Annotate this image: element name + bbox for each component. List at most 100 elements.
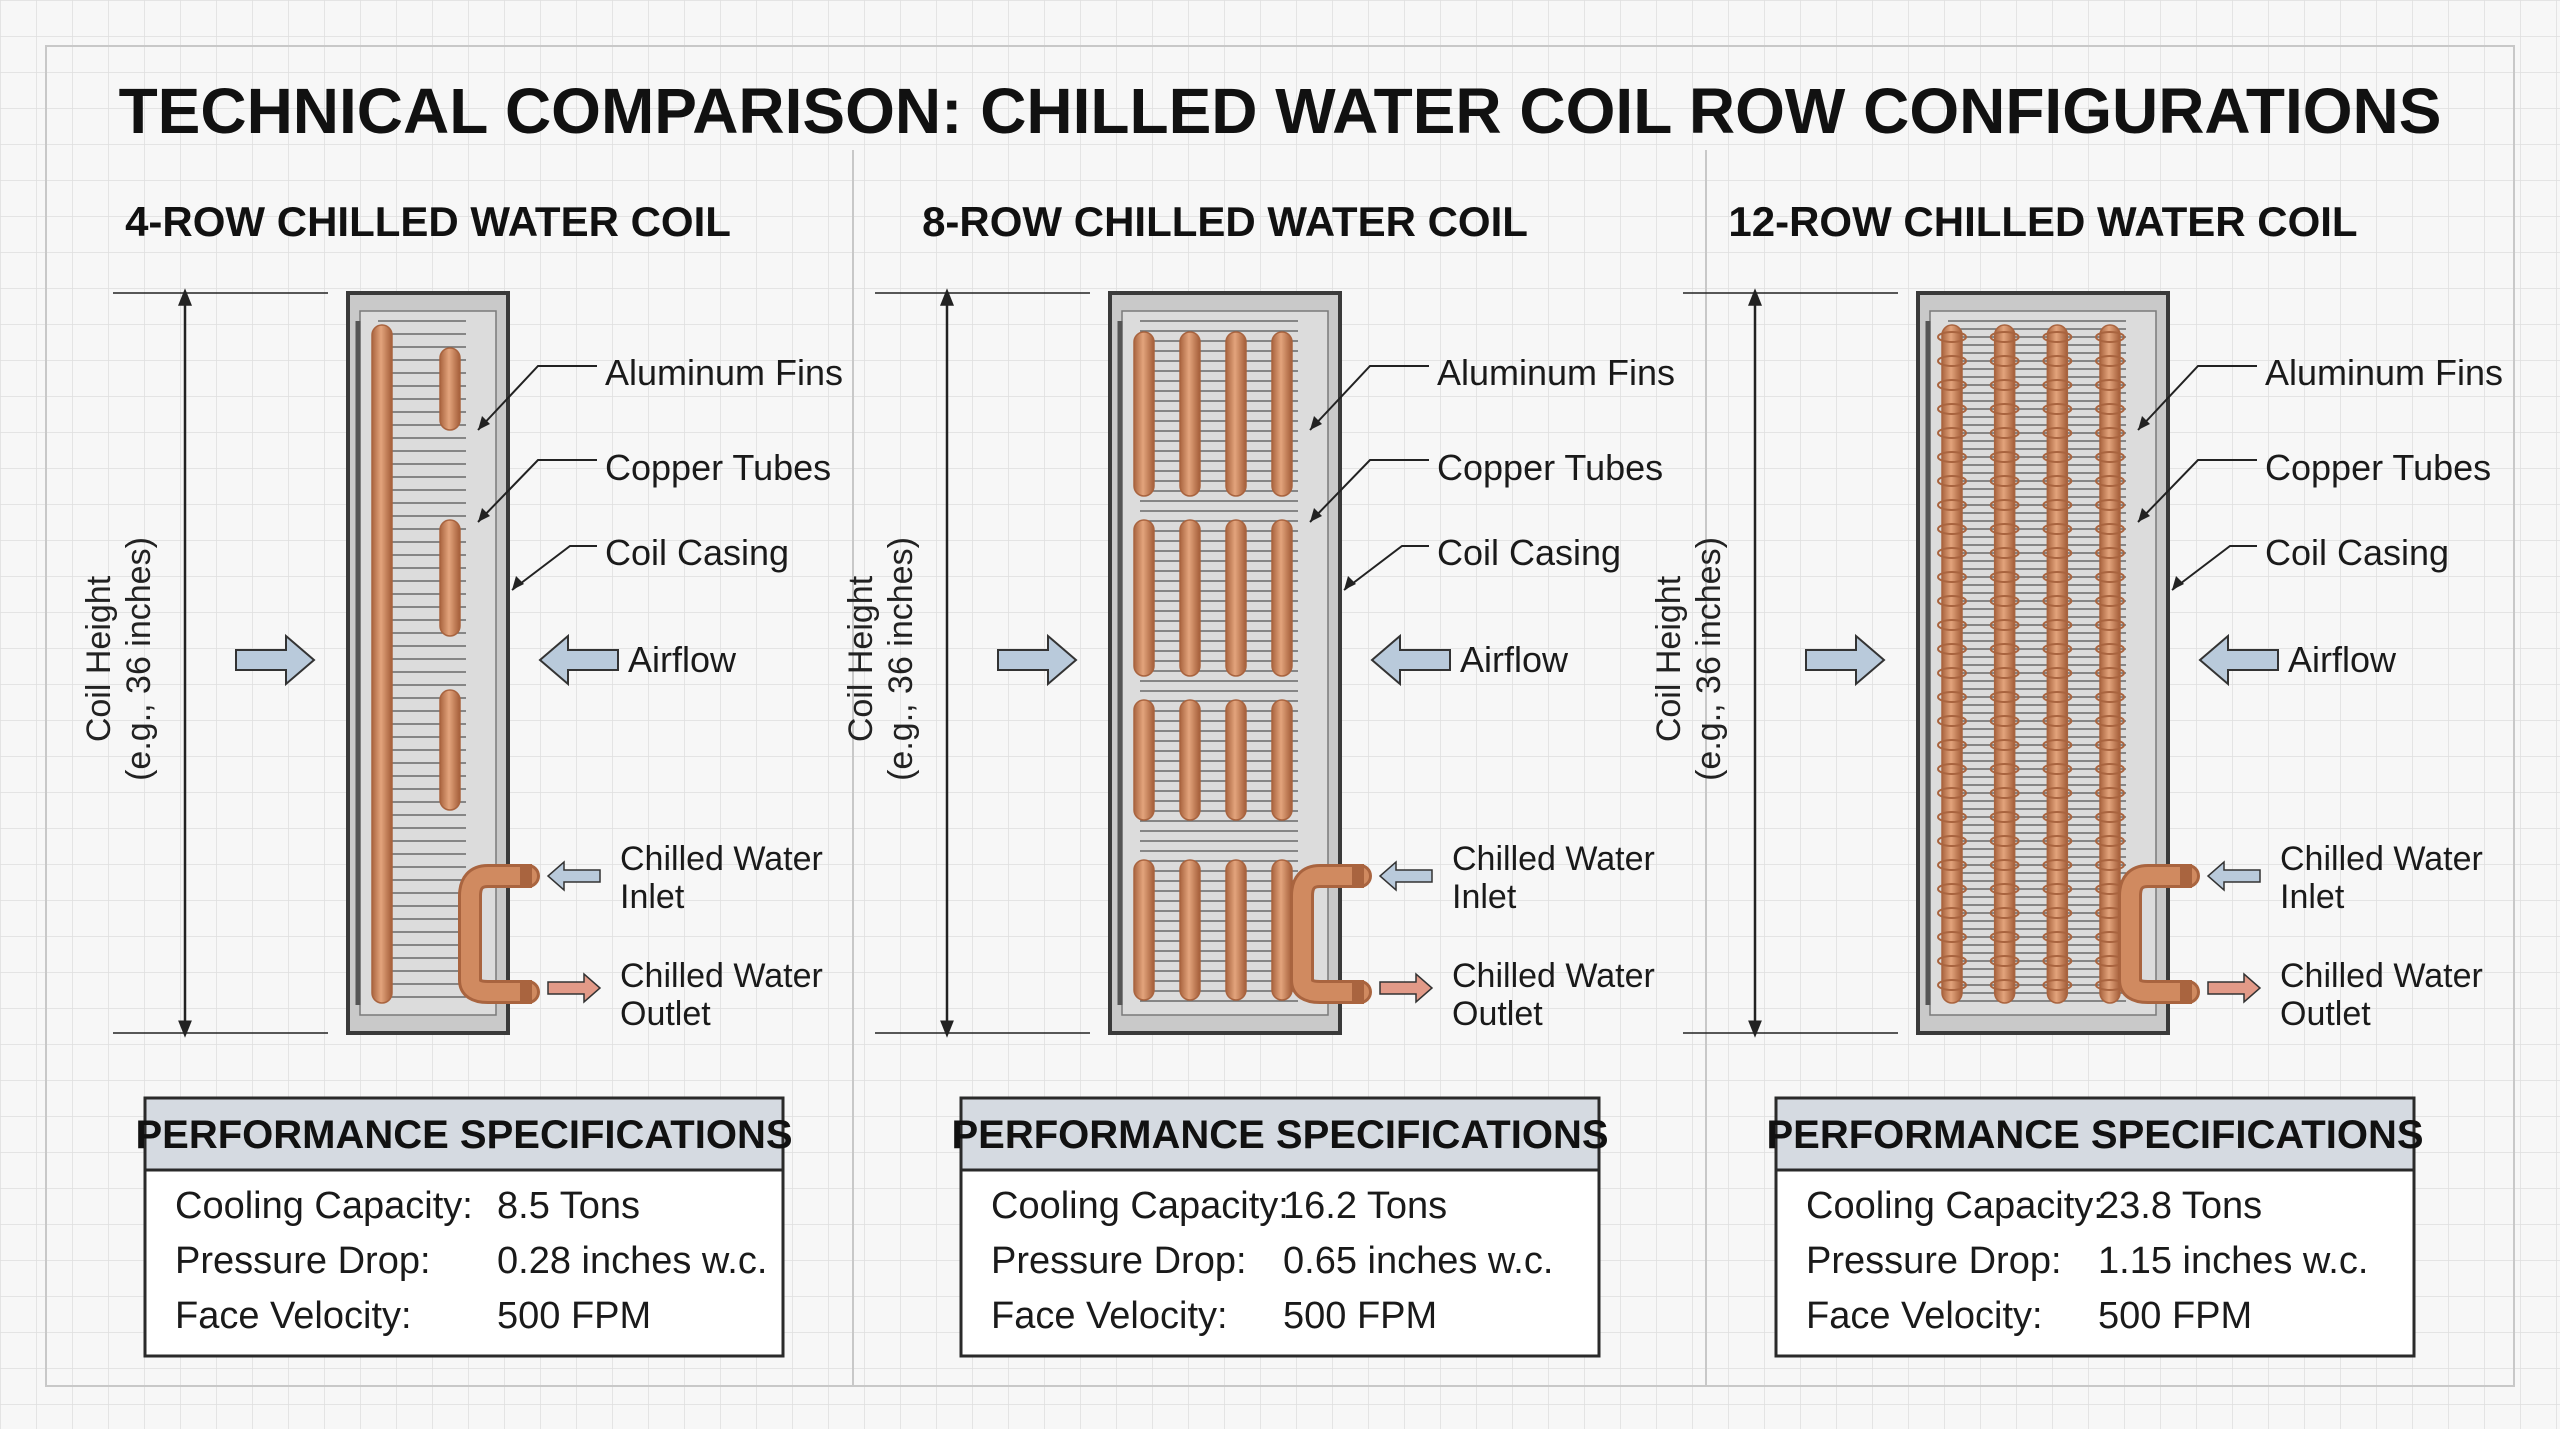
outlet-label-line: Outlet	[620, 995, 711, 1033]
tube-ring	[2042, 475, 2073, 487]
panel-title: 8-ROW CHILLED WATER COIL	[922, 198, 1528, 245]
tube-ring	[2042, 667, 2073, 679]
callout-label: Coil Casing	[2265, 532, 2449, 573]
tube-ring	[2042, 835, 2073, 847]
inlet-label-line: Inlet	[1452, 878, 1517, 916]
spec-value: 500 FPM	[2098, 1295, 2252, 1337]
tube-ring	[2095, 331, 2125, 343]
tube-ring	[2042, 931, 2073, 943]
coil-height-label-line: Coil Height	[842, 575, 880, 742]
callout-label: Copper Tubes	[605, 447, 831, 488]
tube-ring	[2042, 883, 2073, 895]
leader-arrowhead	[512, 576, 524, 590]
copper-tube	[1179, 519, 1201, 677]
inlet-stub	[1352, 864, 1364, 888]
tube-ring	[1937, 667, 1967, 679]
copper-tube	[439, 519, 461, 637]
tube-ring	[1937, 403, 1967, 415]
tube-ring	[1989, 859, 2020, 871]
tube-ring	[2095, 355, 2125, 367]
spec-header: PERFORMANCE SPECIFICATIONS	[1766, 1113, 2423, 1157]
spec-value: 16.2 Tons	[1283, 1185, 1447, 1227]
header-pipe	[461, 867, 537, 1001]
callout-label: Aluminum Fins	[2265, 352, 2503, 393]
tube-ring	[2095, 691, 2125, 703]
tube-ring	[1937, 811, 1967, 823]
coil-height-label-line: (e.g., 36 inches)	[120, 537, 158, 781]
copper-tube	[1225, 519, 1247, 677]
tube-ring	[2042, 523, 2073, 535]
tube-ring	[1989, 355, 2020, 367]
spec-label: Pressure Drop:	[1806, 1240, 2062, 1282]
panel-title: 12-ROW CHILLED WATER COIL	[1728, 198, 2357, 245]
spec-header-band	[962, 1099, 1598, 1170]
copper-tube	[1179, 331, 1201, 497]
chilled-water-header-piping	[458, 864, 540, 1004]
tube-ring	[2042, 403, 2073, 415]
tube-ring	[1937, 571, 1967, 583]
outlet-label-line: Chilled Water	[620, 957, 823, 995]
tube-ring	[2042, 547, 2073, 559]
outlet-label-line: Outlet	[2280, 995, 2371, 1033]
tube-ring	[2042, 379, 2073, 391]
copper-tube	[1271, 859, 1293, 1001]
airflow-label: Airflow	[1460, 639, 1569, 680]
tube-ring	[2042, 859, 2073, 871]
spec-header-band	[1777, 1099, 2413, 1170]
tube-ring	[2042, 715, 2073, 727]
leader-arrowhead	[2138, 508, 2150, 522]
spec-value: 500 FPM	[1283, 1295, 1437, 1337]
tube-ring	[2095, 763, 2125, 775]
inlet-stub	[520, 864, 532, 888]
spec-value: 0.28 inches w.c.	[497, 1240, 767, 1282]
tube-ring	[1937, 979, 1967, 991]
callout-label: Aluminum Fins	[605, 352, 843, 393]
copper-tubes-callout: Copper Tubes	[477, 447, 831, 523]
tube-ring	[1937, 739, 1967, 751]
copper-tube	[1133, 519, 1155, 677]
tube-ring	[1937, 355, 1967, 367]
callout-label: Coil Casing	[1437, 532, 1621, 573]
tube-ring	[1989, 979, 2020, 991]
chilled-water-header-piping	[2118, 864, 2200, 1004]
tube-ring	[2095, 811, 2125, 823]
tube-ring	[2042, 571, 2073, 583]
tube-ring	[2042, 811, 2073, 823]
airflow-direction-arrow	[538, 633, 619, 687]
tube-ring	[1937, 499, 1967, 511]
aluminum-fins-callout: Aluminum Fins	[1309, 352, 1675, 431]
outlet-arrow	[547, 972, 602, 1004]
copper-tube	[1941, 324, 1963, 1004]
tube-ring	[2042, 331, 2073, 343]
tube-ring	[1989, 547, 2020, 559]
outlet-label-line: Outlet	[1452, 995, 1543, 1033]
tube-ring	[1937, 931, 1967, 943]
tube-ring	[1937, 715, 1967, 727]
tube-ring	[2095, 715, 2125, 727]
tube-ring	[1937, 595, 1967, 607]
chilled-water-header-piping	[1290, 864, 1372, 1004]
tube-ring	[2095, 475, 2125, 487]
spec-label: Cooling Capacity:	[991, 1185, 1289, 1227]
header-pipe	[2121, 867, 2197, 1001]
tube-ring	[1937, 763, 1967, 775]
leader-line	[2137, 365, 2257, 431]
callout-label: Coil Casing	[605, 532, 789, 573]
coil-height-label: Coil Height(e.g., 36 inches)	[80, 537, 158, 781]
copper-tube	[371, 324, 393, 1004]
tube-ring	[2042, 355, 2073, 367]
tube-ring	[1989, 835, 2020, 847]
spec-label: Face Velocity:	[175, 1295, 412, 1337]
leader-arrowhead	[478, 416, 490, 430]
leader-line	[1309, 459, 1429, 523]
tube-ring	[1989, 883, 2020, 895]
copper-tube-bundle	[371, 324, 461, 1004]
leader-line	[2171, 545, 2257, 591]
copper-tube	[1179, 699, 1201, 821]
tube-ring	[2095, 859, 2125, 871]
